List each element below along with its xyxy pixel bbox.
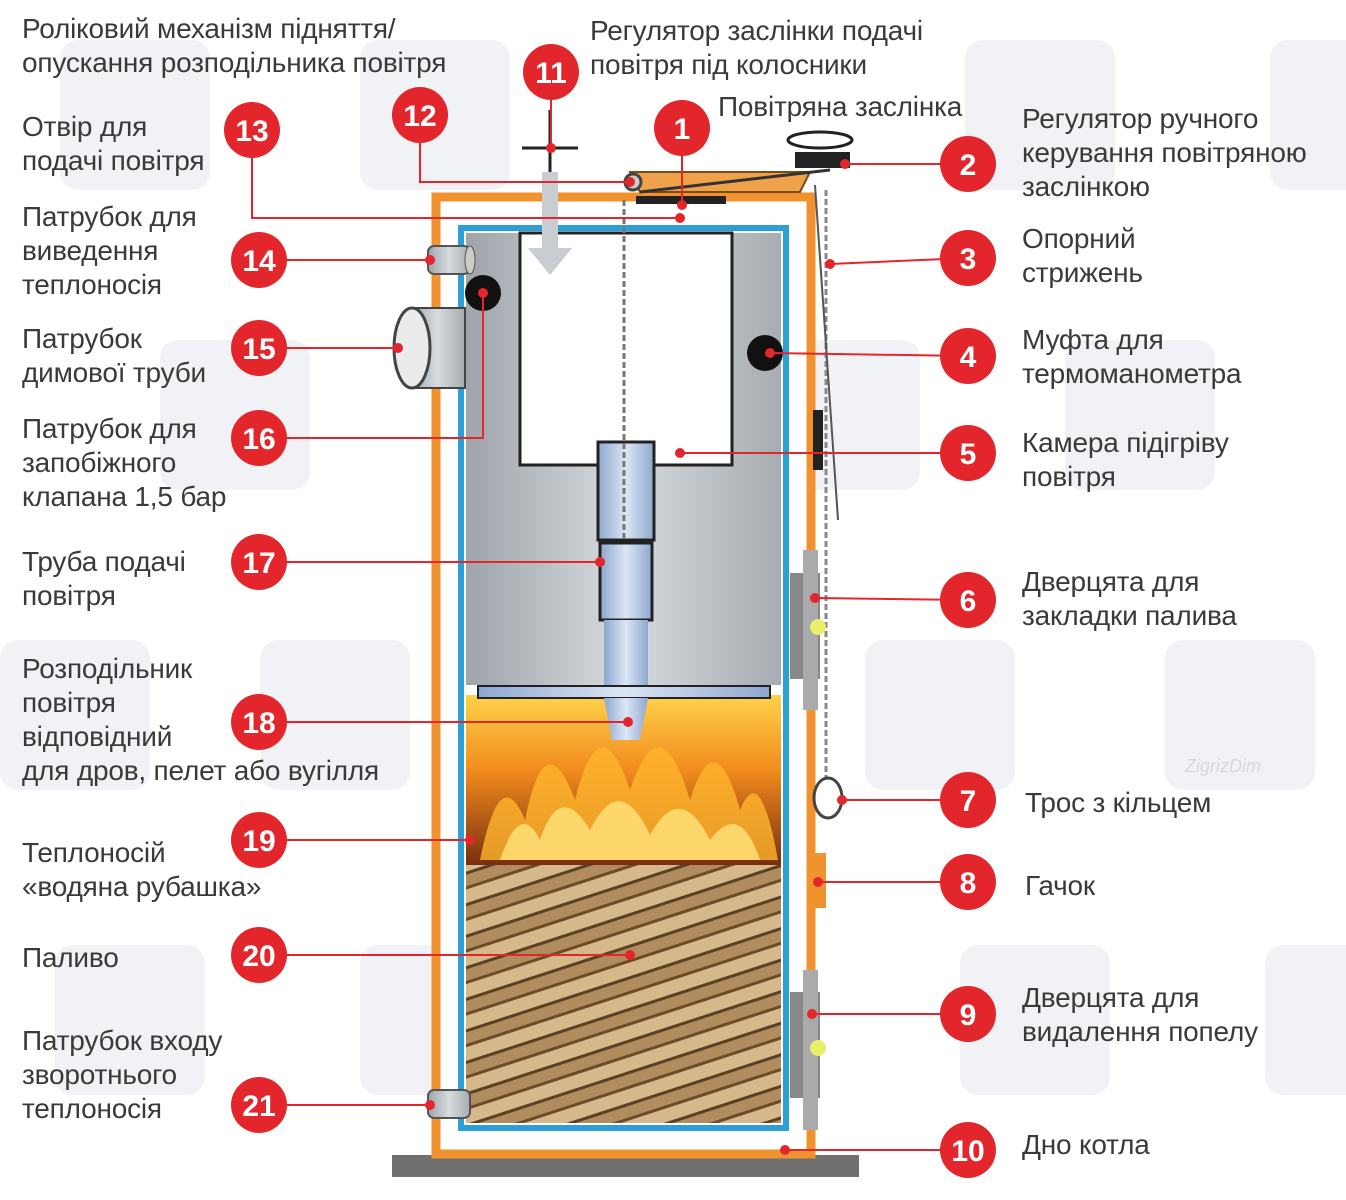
badge-number: 1: [674, 113, 691, 146]
label-17-air-pipe: Труба подачі повітря: [22, 546, 186, 611]
badge-1: [654, 100, 710, 156]
badge-number: 9: [960, 999, 977, 1032]
leader-dots: [393, 143, 850, 1155]
badge-9: [940, 986, 996, 1042]
badge-3: [940, 230, 996, 286]
watermark-tile: [55, 945, 205, 1095]
badge-5: [940, 425, 996, 481]
boiler-base: [392, 1155, 859, 1177]
badge-number: 8: [960, 867, 977, 900]
badge-number: 13: [235, 115, 268, 148]
label-9-ash-door: Дверцята для видалення попелу: [1022, 982, 1258, 1047]
badge-number: 11: [535, 57, 567, 90]
badge-15: [231, 320, 287, 376]
air-inlet-arrow: [528, 248, 572, 275]
badge-number: 21: [242, 1090, 275, 1123]
badge-2: [940, 136, 996, 192]
label-1-air-damper: Повітряна заслінка: [718, 91, 963, 122]
badge-4: [940, 328, 996, 384]
badge-number: 10: [951, 1135, 984, 1168]
fuel-wood: [466, 865, 781, 1123]
label-13-air-inlet: Отвір для подачі повітря: [22, 111, 205, 176]
badge-number: 4: [960, 341, 977, 374]
label-15-chimney-nozzle: Патрубок димової труби: [22, 323, 206, 388]
watermark-tile: [1270, 40, 1346, 190]
label-14-outlet-nozzle: Патрубок для виведення теплоносія: [22, 201, 197, 300]
badge-number: 14: [242, 245, 276, 278]
air-supply-pipe-lower: [598, 541, 654, 622]
badge-16: [231, 410, 287, 466]
watermark-text: ZigrizDim: [1185, 756, 1261, 776]
badge-18: [231, 694, 287, 750]
label-19-water-jacket: Теплоносій «водяна рубашка»: [22, 837, 262, 902]
label-11-grate-air-regulator: Регулятор заслінки подачі повітря під ко…: [590, 15, 923, 80]
badge-number: 7: [960, 785, 977, 818]
badge-17: [231, 534, 287, 590]
badge-10: [940, 1122, 996, 1178]
air-supply-pipe-upper: [596, 440, 656, 542]
badge-12: [392, 87, 448, 143]
badge-21: [231, 1077, 287, 1133]
badge-number: 6: [960, 585, 977, 618]
label-3-support-rod: Опорний стрижень: [1022, 223, 1143, 288]
label-16-safety-valve: Патрубок для запобіжного клапана 1,5 бар: [22, 413, 227, 512]
label-18-air-distributor: Розподільник повітря відповідний для дро…: [22, 653, 380, 786]
watermark-tile: [160, 340, 310, 490]
badge-8: [940, 854, 996, 910]
badge-20: [231, 927, 287, 983]
badge-19: [231, 812, 287, 868]
label-12-roller-mechanism: Роліковий механізм підняття/ опускання р…: [22, 13, 447, 78]
label-2-manual-regulator: Регулятор ручного керування повітряною з…: [1022, 103, 1307, 202]
badge-number: 16: [242, 423, 275, 456]
badge-7: [940, 772, 996, 828]
badge-number: 2: [960, 149, 977, 182]
watermark-tile: [0, 640, 150, 790]
watermark-tile: [60, 40, 210, 190]
label-5-air-heating-chamber: Камера підігріву повітря: [1022, 427, 1229, 492]
watermark-tile: [865, 640, 1015, 790]
watermark-tile: [1265, 945, 1346, 1095]
badge-number: 5: [960, 438, 977, 471]
number-badges: 1 2 3 4 5 6 7 8 9 10 11 12 13 1: [224, 44, 996, 1178]
label-6-fuel-door: Дверцята для закладки палива: [1022, 566, 1237, 631]
badge-number: 18: [242, 707, 275, 740]
badge-6: [940, 572, 996, 628]
badge-number: 15: [242, 333, 275, 366]
badge-number: 17: [242, 547, 275, 580]
label-4-thermomanometer-socket: Муфта для термоманометра: [1022, 324, 1242, 389]
watermark-tile: [1165, 640, 1315, 790]
badge-number: 12: [403, 100, 436, 133]
badge-13: [224, 102, 280, 158]
label-8-hook: Гачок: [1025, 870, 1095, 901]
badge-14: [231, 232, 287, 288]
label-21-return-nozzle: Патрубок входу зворотнього теплоносія: [22, 1025, 223, 1124]
air-distributor-plate: [477, 685, 771, 699]
badge-11: [523, 44, 579, 100]
badge-number: 3: [960, 243, 977, 276]
watermark-tile: [1065, 340, 1215, 490]
label-10-boiler-bottom: Дно котла: [1022, 1129, 1150, 1160]
badge-number: 19: [242, 825, 275, 858]
badge-number: 20: [242, 940, 275, 973]
label-20-fuel: Паливо: [22, 942, 119, 973]
label-7-cable-ring: Трос з кільцем: [1025, 787, 1212, 818]
